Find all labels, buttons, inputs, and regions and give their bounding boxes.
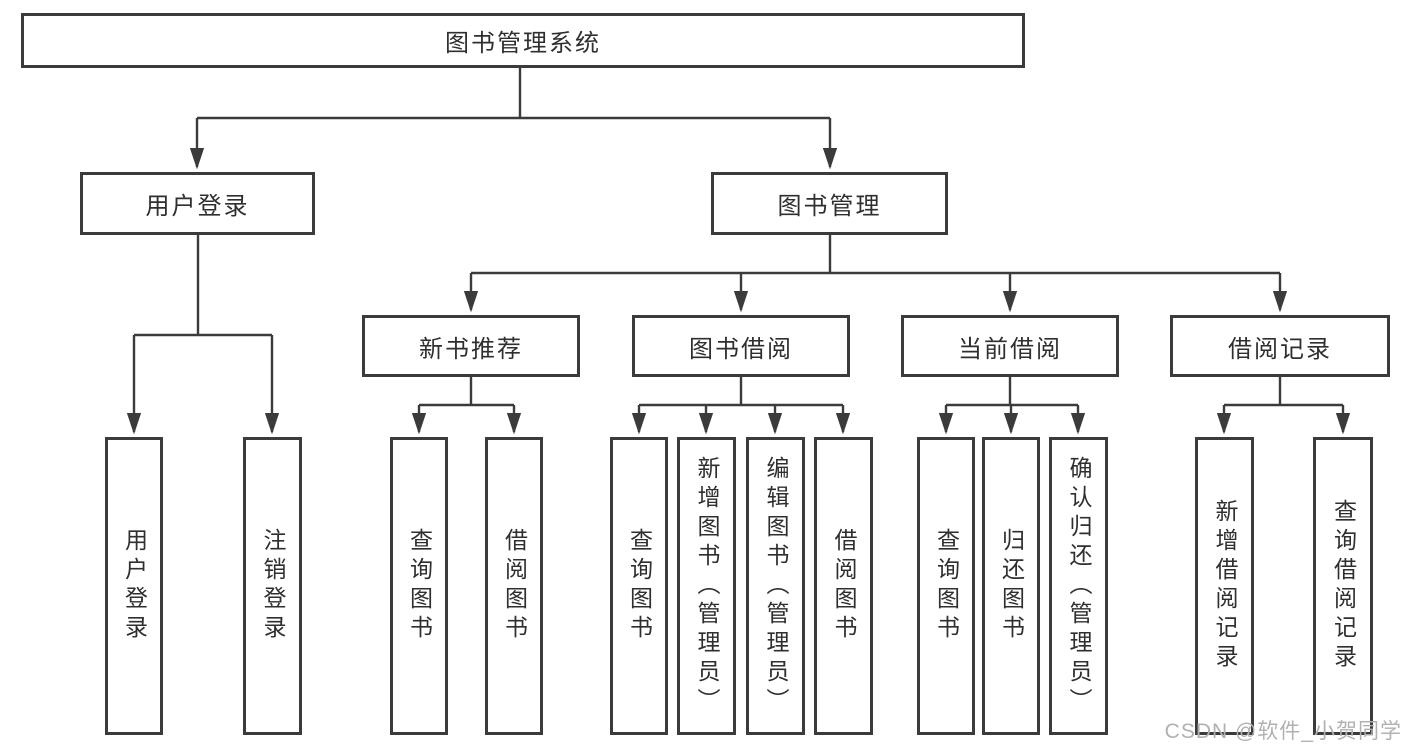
node-current-borrowing: 当前借阅 xyxy=(901,315,1119,377)
leaf-br-query-record: 查询借阅记录 xyxy=(1313,437,1373,735)
leaf-label: 注销登录 xyxy=(260,528,286,644)
leaf-nbr-borrow-book: 借阅图书 xyxy=(485,437,543,735)
node-new-book-recommendation: 新书推荐 xyxy=(362,315,580,377)
node-root-label: 图书管理系统 xyxy=(445,30,601,57)
node-root: 图书管理系统 xyxy=(21,13,1025,68)
node-borrowing-records: 借阅记录 xyxy=(1170,315,1390,377)
leaf-nbr-query-book: 查询图书 xyxy=(390,437,448,735)
leaf-bb-borrow-book: 借阅图书 xyxy=(814,437,873,735)
leaf-label: 新增图书（管理员） xyxy=(694,455,720,717)
node-user-login-branch: 用户登录 xyxy=(80,172,315,235)
leaf-label: 查询借阅记录 xyxy=(1330,499,1357,673)
leaf-label: 归还图书 xyxy=(998,528,1025,644)
leaf-cb-return-book: 归还图书 xyxy=(982,437,1040,735)
leaf-bb-query-book: 查询图书 xyxy=(610,437,668,735)
leaf-label: 新增借阅记录 xyxy=(1212,499,1238,673)
csdn-watermark: CSDN @软件_小贺同学 xyxy=(1164,720,1402,743)
leaf-label: 查询图书 xyxy=(406,528,433,644)
leaf-cb-confirm-return-admin: 确认归还（管理员） xyxy=(1049,437,1108,735)
leaf-label: 查询图书 xyxy=(626,528,653,644)
node-label: 借阅记录 xyxy=(1228,335,1332,363)
leaf-bb-edit-book-admin: 编辑图书（管理员） xyxy=(746,437,805,735)
node-book-management: 图书管理 xyxy=(711,172,948,235)
leaf-logout: 注销登录 xyxy=(243,437,302,735)
node-book-borrowing: 图书借阅 xyxy=(632,315,850,377)
node-label: 图书借阅 xyxy=(689,335,793,363)
leaf-user-login: 用户登录 xyxy=(105,437,163,735)
leaf-br-add-record: 新增借阅记录 xyxy=(1195,437,1254,735)
leaf-label: 用户登录 xyxy=(121,528,148,644)
leaf-label: 编辑图书（管理员） xyxy=(763,455,789,717)
node-label: 新书推荐 xyxy=(419,335,523,363)
node-label: 当前借阅 xyxy=(958,335,1062,363)
leaf-label: 查询图书 xyxy=(933,528,960,644)
node-label: 图书管理 xyxy=(777,193,882,220)
leaf-bb-add-book-admin: 新增图书（管理员） xyxy=(677,437,736,735)
node-label: 用户登录 xyxy=(145,193,250,220)
leaf-label: 借阅图书 xyxy=(501,528,528,644)
leaf-cb-query-book: 查询图书 xyxy=(917,437,975,735)
leaf-label: 借阅图书 xyxy=(831,528,857,644)
leaf-label: 确认归还（管理员） xyxy=(1066,455,1092,717)
